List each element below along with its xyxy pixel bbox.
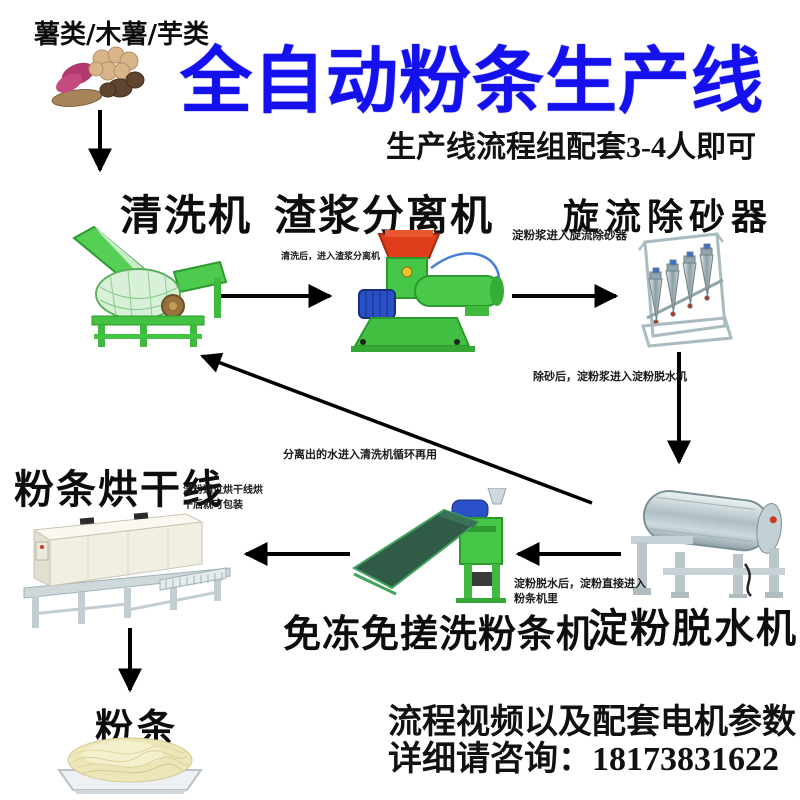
row1-labels: 清洗机 渣浆分离机: [120, 182, 494, 243]
note-dryer-pack: 湿粉通过烘干线烘 干后就可包装: [183, 483, 263, 513]
note-water-recycle: 分离出的水进入清洗机循环再用: [283, 448, 437, 461]
note-desand-to-dewater: 除砂后，淀粉浆进入淀粉脱水机: [533, 370, 687, 383]
dewater-image: [623, 476, 795, 598]
subtitle: 生产线流程组配套3-4人即可: [386, 131, 756, 164]
noodle-machine-image: [352, 487, 514, 606]
separator-image: [345, 228, 510, 356]
product-image: [55, 726, 205, 798]
material-label: 薯类/木薯/芋类: [34, 20, 209, 50]
dryer-label: 粉条烘干线: [14, 467, 224, 513]
footer-line1: 流程视频以及配套电机参数: [388, 704, 796, 741]
note-dryer-pack-line2: 干后就可包装: [183, 500, 243, 511]
note-dewater-to-noodle-line1: 淀粉脱水后，淀粉直接进入: [514, 577, 646, 590]
page-title: 全自动粉条生产线: [180, 39, 765, 123]
noodle-machine-label: 免冻免搓洗粉条机: [283, 612, 596, 656]
dryer-image: [18, 502, 236, 630]
separator-label: 渣浆分离机: [274, 191, 495, 240]
dewater-label: 淀粉脱水机: [588, 606, 798, 652]
note-wash-to-separator: 清洗后，进入渣浆分离机: [281, 252, 381, 262]
washer-image: [70, 222, 235, 350]
footer-line2: 详细请咨询：18173831622: [388, 731, 779, 780]
note-dryer-pack-line1: 湿粉通过烘干线烘: [183, 485, 263, 496]
note-dewater-to-noodle-line2: 粉条机里: [514, 592, 558, 605]
cyclone-image: [633, 226, 735, 348]
raw-materials-image: [50, 40, 150, 112]
consult-label: 详细请咨询：: [388, 741, 592, 778]
washer-label: 清洗机: [120, 191, 253, 240]
phone-number: 18173831622: [592, 741, 779, 778]
cyclone-label: 旋流除砂器: [563, 197, 774, 238]
note-slurry-to-cyclone: 淀粉浆进入旋流除砂器: [512, 228, 627, 242]
note-dewater-to-noodle: 淀粉脱水后，淀粉直接进入 粉条机里: [514, 576, 646, 606]
